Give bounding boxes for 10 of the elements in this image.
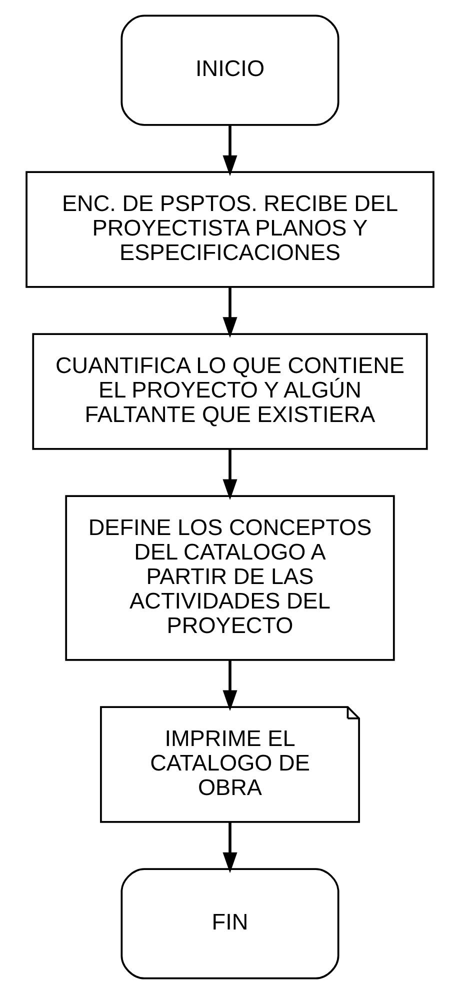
arrow — [222, 126, 238, 176]
arrow — [222, 660, 238, 711]
arrow — [222, 822, 238, 874]
node-box: INICIO — [120, 14, 340, 126]
node-box: ENC. DE PSPTOS. RECIBE DEL PROYECTISTA PLANOS Y ESPECIFICACIONES — [26, 171, 434, 288]
node-box: FIN — [120, 868, 340, 980]
arrow — [222, 288, 238, 338]
node-box: CUANTIFICA LO QUE CONTIENE EL PROYECTO Y ALGÚN FALTANTE QUE EXISTIERA — [32, 333, 428, 450]
node-box: DEFINE LOS CONCEPTOS DEL CATALOGO A PARTIR DE LAS ACTIVIDADES DEL PROYECTO — [65, 495, 395, 661]
arrow — [222, 449, 238, 500]
